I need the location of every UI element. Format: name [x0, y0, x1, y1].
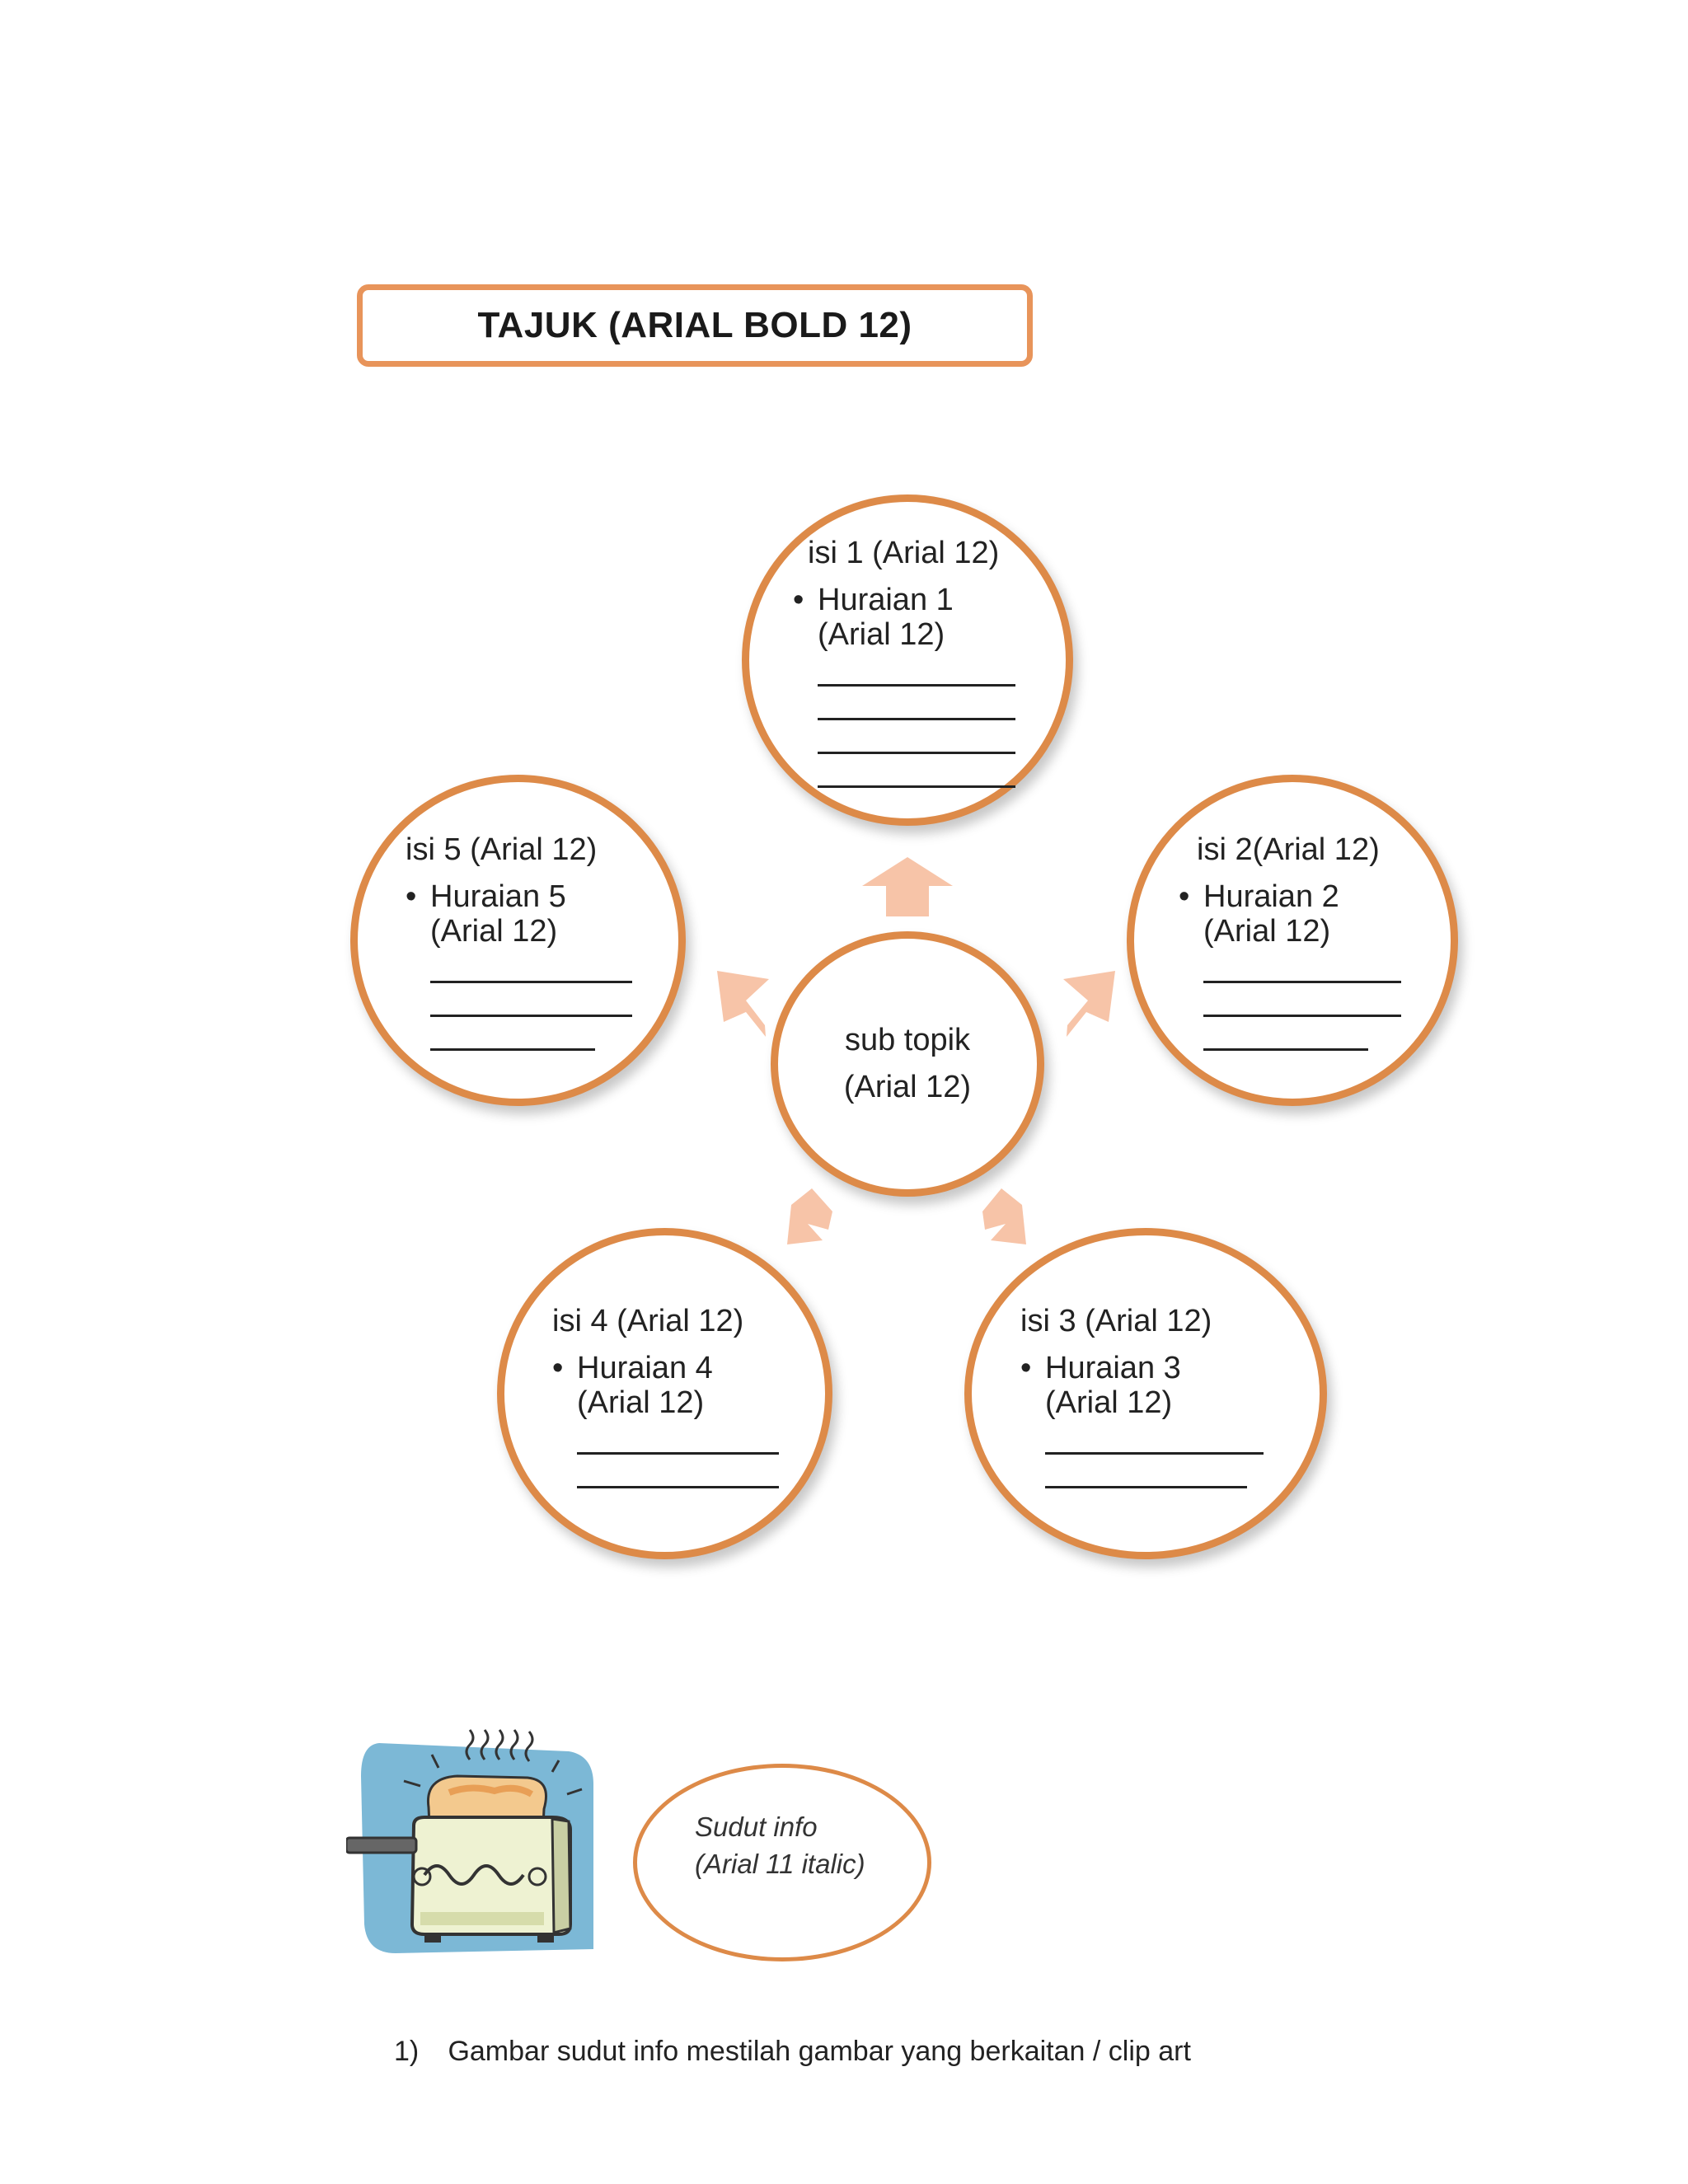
info-corner: Sudut info (Arial 11 italic): [633, 1764, 931, 1961]
node-content-isi-2: isi 2(Arial 12) • Huraian 2 (Arial 12): [1179, 832, 1401, 1051]
blank-line: [430, 1017, 595, 1051]
blank-line: [1045, 1421, 1264, 1455]
bullet-icon: •: [793, 582, 804, 617]
node-content-isi-3: isi 3 (Arial 12) • Huraian 3 (Arial 12): [1020, 1304, 1264, 1488]
bullet-item: • Huraian 4 (Arial 12): [552, 1351, 779, 1421]
node-circle-isi-2: [1127, 775, 1458, 1106]
info-line-1: Sudut info: [695, 1811, 818, 1842]
arrow-left: [717, 971, 769, 1037]
node-circle-isi-5: [350, 775, 686, 1106]
blank-line: [1045, 1455, 1247, 1488]
node-content-isi-5: isi 5 (Arial 12) • Huraian 5 (Arial 12): [406, 832, 632, 1051]
bullet-text: Huraian 1 (Arial 12): [818, 582, 954, 653]
bullet-text: Huraian 5 (Arial 12): [430, 879, 566, 949]
arrow-right: [1063, 971, 1115, 1037]
blank-line: [818, 687, 1015, 720]
center-line-1: sub topik: [844, 1023, 971, 1057]
title-box: TAJUK (ARIAL BOLD 12): [357, 284, 1033, 367]
node-circle-isi-4: [497, 1228, 832, 1559]
arrow-up: [862, 857, 953, 916]
footnote-text: Gambar sudut info mestilah gambar yang b…: [448, 2036, 1191, 2067]
blank-line: [1203, 983, 1401, 1017]
toaster-icon: [346, 1729, 593, 1953]
blank-line: [430, 983, 632, 1017]
center-circle: sub topik (Arial 12): [771, 931, 1044, 1197]
bullet-icon: •: [1179, 879, 1190, 914]
bullet-item: • Huraian 3 (Arial 12): [1020, 1351, 1264, 1421]
node-title: isi 2(Arial 12): [1197, 832, 1380, 867]
bullet-text: Huraian 3 (Arial 12): [1045, 1350, 1181, 1421]
bullet-icon: •: [1020, 1350, 1032, 1385]
bullet-icon: •: [552, 1350, 564, 1385]
footnote: 1) Gambar sudut info mestilah gambar yan…: [394, 2036, 1191, 2068]
blank-line: [577, 1421, 779, 1455]
arrow-down-right: [982, 1188, 1026, 1244]
node-title: isi 3 (Arial 12): [1020, 1304, 1212, 1338]
center-label: sub topik (Arial 12): [778, 939, 1037, 1189]
bullet-item: • Huraian 5 (Arial 12): [406, 879, 632, 949]
center-line-2: (Arial 12): [843, 1070, 972, 1104]
blank-line: [430, 949, 632, 983]
info-text: Sudut info (Arial 11 italic): [695, 1809, 865, 1882]
node-title: isi 5 (Arial 12): [406, 832, 598, 867]
blank-line: [818, 720, 1015, 754]
bullet-icon: •: [406, 879, 417, 914]
bullet-item: • Huraian 2 (Arial 12): [1179, 879, 1401, 949]
node-title: isi 1 (Arial 12): [808, 536, 1000, 570]
bullet-text: Huraian 4 (Arial 12): [577, 1350, 713, 1421]
blank-line: [818, 754, 1015, 788]
node-content-isi-4: isi 4 (Arial 12) • Huraian 4 (Arial 12): [552, 1304, 779, 1488]
blank-line: [577, 1455, 779, 1488]
blank-line: [1203, 949, 1401, 983]
bullet-text: Huraian 2 (Arial 12): [1203, 879, 1339, 949]
footnote-number: 1): [394, 2036, 420, 2067]
bullet-item: • Huraian 1 (Arial 12): [793, 583, 1015, 653]
arrow-down-left: [787, 1188, 832, 1244]
node-circle-isi-1: [742, 494, 1073, 826]
node-circle-isi-3: [964, 1228, 1327, 1559]
blank-line: [1203, 1017, 1368, 1051]
page-title: TAJUK (ARIAL BOLD 12): [477, 305, 912, 345]
node-title: isi 4 (Arial 12): [552, 1304, 744, 1338]
blank-line: [818, 653, 1015, 687]
info-line-2: (Arial 11 italic): [695, 1848, 865, 1879]
node-content-isi-1: isi 1 (Arial 12) • Huraian 1 (Arial 12): [793, 536, 1015, 788]
